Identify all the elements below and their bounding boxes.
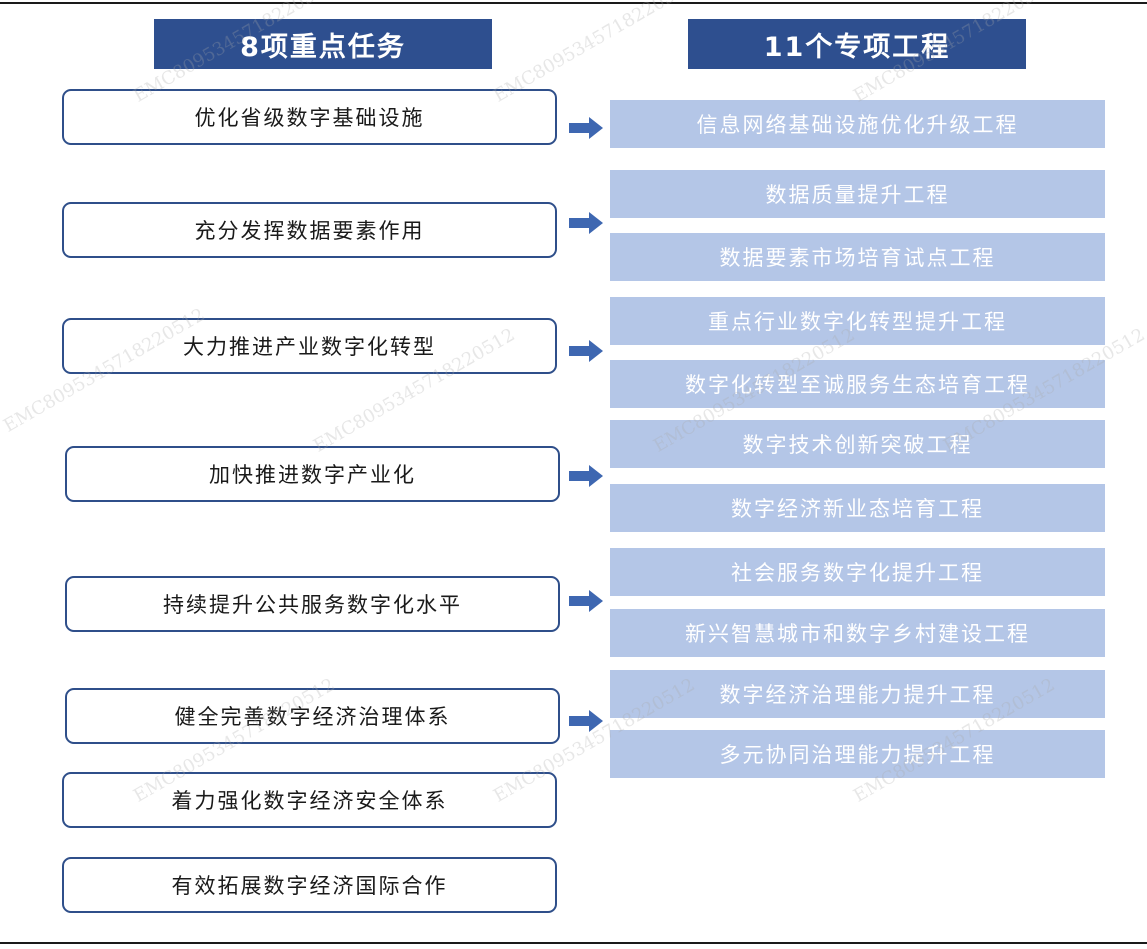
project-network-infrastructure: 信息网络基础设施优化升级工程 bbox=[610, 100, 1105, 148]
task-public-service-digitalization: 持续提升公共服务数字化水平 bbox=[65, 576, 560, 632]
arrow-right-icon bbox=[569, 465, 603, 487]
top-rule bbox=[0, 2, 1147, 4]
arrow-right-icon bbox=[569, 590, 603, 612]
project-social-service-digitalization: 社会服务数字化提升工程 bbox=[610, 548, 1105, 596]
arrow-right-icon bbox=[569, 117, 603, 139]
project-data-market-pilot: 数据要素市场培育试点工程 bbox=[610, 233, 1105, 281]
project-smart-city-digital-village: 新兴智慧城市和数字乡村建设工程 bbox=[610, 609, 1105, 657]
task-governance-system: 健全完善数字经济治理体系 bbox=[65, 688, 560, 744]
arrow-right-icon bbox=[569, 340, 603, 362]
task-security-system: 着力强化数字经济安全体系 bbox=[62, 772, 557, 828]
task-international-cooperation: 有效拓展数字经济国际合作 bbox=[62, 857, 557, 913]
project-transformation-service-ecosystem: 数字化转型至诚服务生态培育工程 bbox=[610, 360, 1105, 408]
arrow-right-icon bbox=[569, 212, 603, 234]
project-collaborative-governance: 多元协同治理能力提升工程 bbox=[610, 730, 1105, 778]
header-key-tasks: 8项重点任务 bbox=[154, 19, 492, 69]
project-new-business-forms: 数字经济新业态培育工程 bbox=[610, 484, 1105, 532]
project-governance-capability: 数字经济治理能力提升工程 bbox=[610, 670, 1105, 718]
task-digital-infrastructure: 优化省级数字基础设施 bbox=[62, 89, 557, 145]
bottom-rule bbox=[0, 942, 1147, 944]
header-special-projects: 11个专项工程 bbox=[688, 19, 1026, 69]
task-digital-industrialization: 加快推进数字产业化 bbox=[65, 446, 560, 502]
project-tech-innovation: 数字技术创新突破工程 bbox=[610, 420, 1105, 468]
task-industry-digital-transformation: 大力推进产业数字化转型 bbox=[62, 318, 557, 374]
project-data-quality: 数据质量提升工程 bbox=[610, 170, 1105, 218]
arrow-right-icon bbox=[569, 710, 603, 732]
task-data-elements: 充分发挥数据要素作用 bbox=[62, 202, 557, 258]
project-industry-transformation: 重点行业数字化转型提升工程 bbox=[610, 297, 1105, 345]
